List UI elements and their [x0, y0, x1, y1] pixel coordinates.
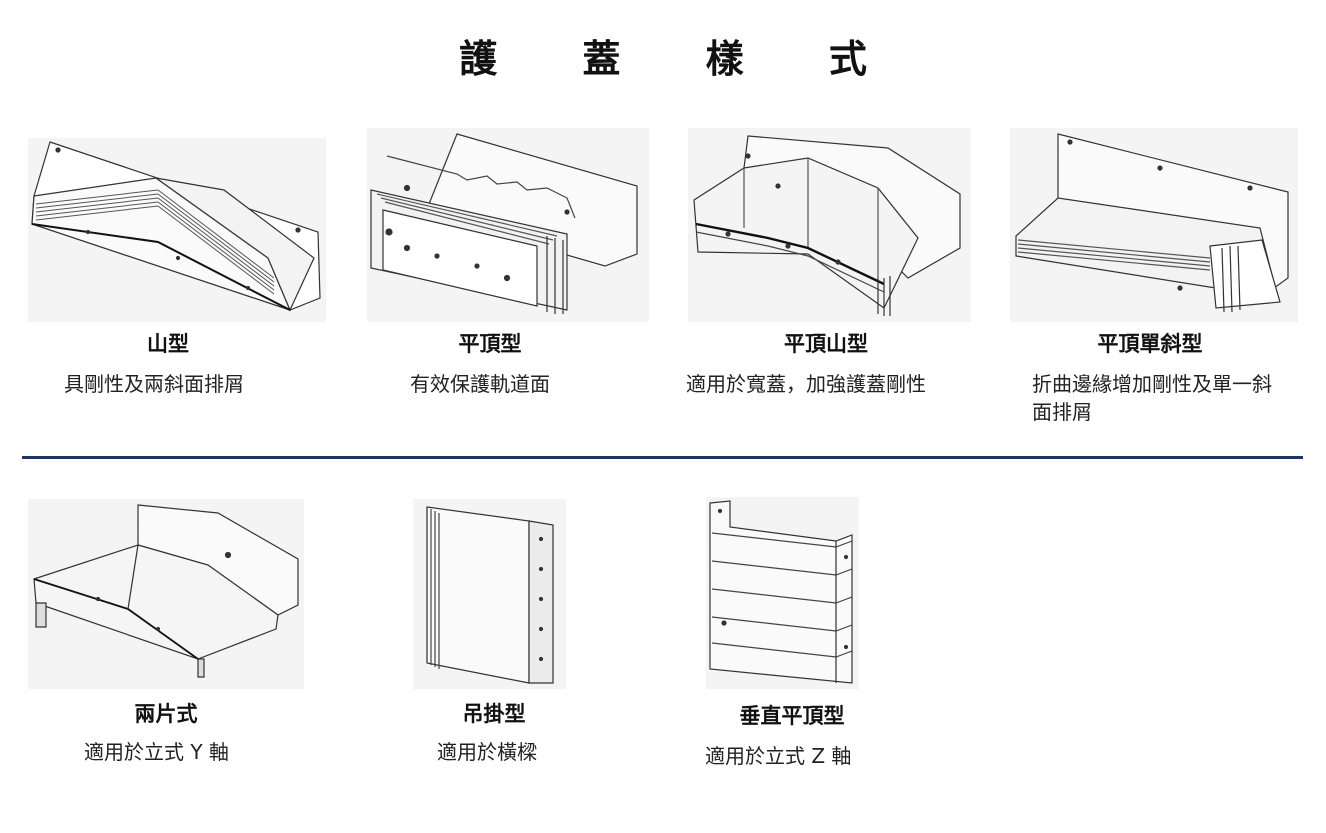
item-name: 山型 — [147, 332, 189, 356]
flat-top-mountain-cover-drawing-icon — [688, 128, 971, 322]
item-name: 兩片式 — [134, 702, 198, 726]
two-piece-cover-drawing-icon — [28, 499, 304, 689]
mountain-cover-drawing-icon — [28, 138, 326, 322]
section-divider — [22, 456, 1303, 459]
hanging-cover-drawing-icon — [413, 499, 566, 689]
item-name: 平頂單斜型 — [1097, 332, 1203, 356]
item-description: 具剛性及兩斜面排屑 — [64, 372, 244, 396]
item-description: 有效保護軌道面 — [410, 372, 550, 396]
flat-top-single-slope-cover-drawing-icon — [1010, 128, 1298, 322]
item-description: 折曲邊緣增加剛性及單一斜面排屑 — [1032, 372, 1272, 424]
item-description: 適用於橫樑 — [437, 740, 537, 764]
item-description: 適用於寬蓋，加強護蓋剛性 — [686, 372, 926, 396]
item-description: 適用於立式 Z 軸 — [705, 744, 852, 768]
item-description: 適用於立式 Y 軸 — [84, 740, 229, 764]
flat-top-cover-drawing-icon — [367, 128, 649, 322]
item-name: 平頂山型 — [784, 332, 868, 356]
item-name: 平頂型 — [458, 332, 522, 356]
item-name: 吊掛型 — [462, 702, 526, 726]
page-title: 護 蓋 樣 式 — [459, 37, 903, 81]
vertical-flat-top-cover-drawing-icon — [706, 497, 859, 689]
item-name: 垂直平頂型 — [739, 704, 845, 728]
